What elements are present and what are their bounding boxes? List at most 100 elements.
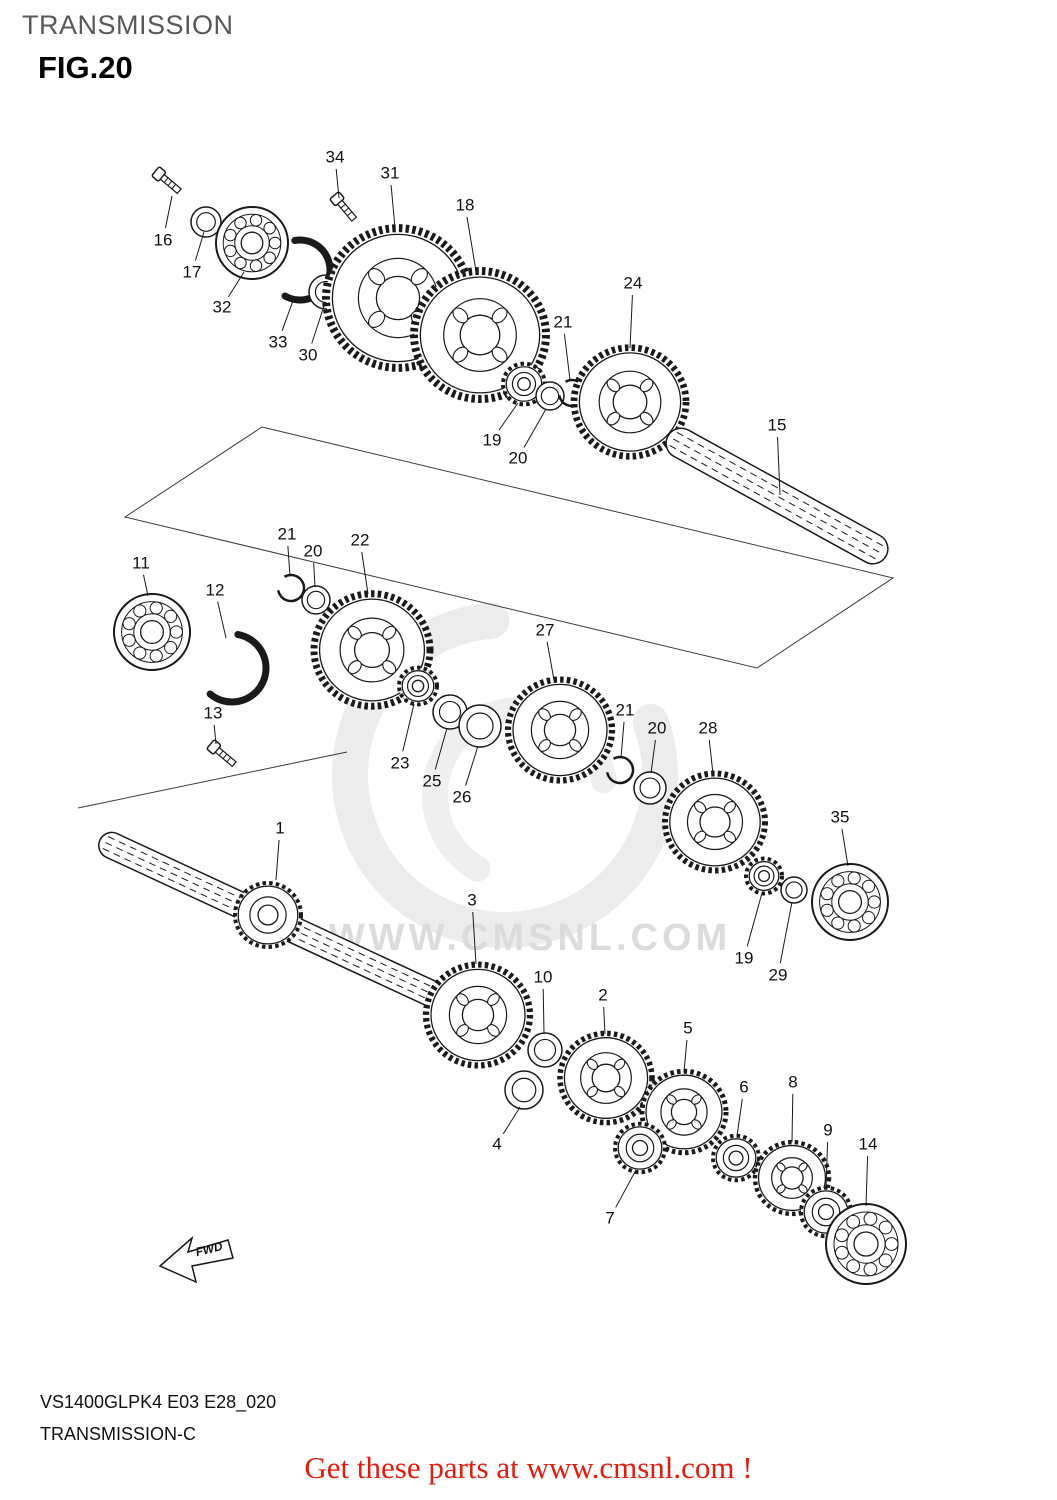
- callout-9: 9: [823, 1121, 833, 1189]
- gear-7: [613, 1121, 667, 1175]
- svg-text:16: 16: [154, 231, 173, 250]
- svg-text:13: 13: [204, 704, 223, 723]
- screw-34: [329, 191, 358, 222]
- callout-29: 29: [769, 901, 793, 985]
- svg-text:32: 32: [213, 298, 232, 317]
- callout-21: 21: [278, 525, 297, 577]
- bolt-16: [151, 166, 182, 195]
- callout-30: 30: [299, 305, 325, 365]
- splined-washer-4: [504, 1070, 544, 1110]
- svg-text:31: 31: [381, 164, 400, 183]
- callout-7: 7: [605, 1169, 637, 1228]
- callout-11: 11: [132, 554, 150, 597]
- fwd-label: FWD: [194, 1239, 224, 1259]
- callout-33: 33: [269, 297, 295, 352]
- callout-27: 27: [536, 621, 555, 681]
- svg-text:WWW.CMSNL.COM: WWW.CMSNL.COM: [329, 917, 731, 959]
- svg-text:17: 17: [183, 263, 202, 282]
- gear-28: [662, 770, 768, 874]
- svg-text:21: 21: [554, 313, 573, 332]
- callout-3: 3: [467, 891, 477, 965]
- washer-10: [527, 1032, 563, 1068]
- svg-text:9: 9: [823, 1121, 832, 1140]
- callout-4: 4: [492, 1106, 521, 1154]
- callout-19: 19: [735, 892, 763, 968]
- bearing-11: [113, 593, 191, 671]
- callout-12: 12: [206, 581, 227, 639]
- bearing-14: [825, 1203, 907, 1285]
- gear-24: [570, 344, 690, 460]
- plane-outline-lower: [77, 751, 348, 809]
- callout-26: 26: [453, 745, 479, 807]
- callout-20: 20: [648, 719, 667, 774]
- svg-text:34: 34: [326, 148, 345, 167]
- callout-17: 17: [183, 231, 205, 282]
- svg-text:21: 21: [278, 525, 297, 544]
- svg-text:29: 29: [769, 966, 788, 985]
- svg-text:20: 20: [509, 449, 528, 468]
- page-title: TRANSMISSION: [22, 10, 234, 40]
- svg-text:20: 20: [648, 719, 667, 738]
- washer-20: [535, 381, 565, 411]
- callout-15: 15: [768, 416, 786, 496]
- callout-22: 22: [351, 531, 370, 595]
- callout-1: 1: [275, 819, 285, 881]
- callout-25: 25: [423, 727, 448, 791]
- callout-14: 14: [859, 1135, 878, 1207]
- svg-text:21: 21: [616, 701, 635, 720]
- callout-10: 10: [534, 968, 552, 1035]
- callout-19: 19: [483, 402, 519, 450]
- gear-2: [557, 1030, 655, 1126]
- hub-6: [711, 1133, 761, 1183]
- circlip-21-right: [605, 755, 635, 785]
- svg-text:28: 28: [699, 719, 718, 738]
- splined-washer-25: [432, 694, 468, 730]
- svg-text:23: 23: [391, 754, 410, 773]
- bushing-23: [397, 665, 439, 707]
- washer-29: [780, 876, 808, 904]
- gear-3: [422, 961, 534, 1069]
- callout-32: 32: [213, 271, 245, 317]
- lock-washer-26: [458, 704, 502, 748]
- svg-text:5: 5: [683, 1019, 692, 1038]
- callout-16: 16: [154, 195, 173, 250]
- gear-5: [639, 1068, 729, 1156]
- svg-text:24: 24: [624, 274, 643, 293]
- figure-title: TRANSMISSION-C: [40, 1424, 197, 1444]
- svg-text:7: 7: [605, 1209, 614, 1228]
- svg-text:30: 30: [299, 346, 318, 365]
- callout-21: 21: [616, 701, 635, 759]
- svg-text:19: 19: [735, 949, 754, 968]
- retainer-plate-12: [206, 631, 270, 706]
- svg-text:27: 27: [536, 621, 555, 640]
- svg-text:2: 2: [598, 986, 607, 1005]
- callout-20: 20: [304, 542, 323, 588]
- svg-text:1: 1: [275, 819, 284, 838]
- callout-13: 13: [204, 704, 223, 745]
- callout-6: 6: [736, 1078, 749, 1137]
- svg-text:11: 11: [132, 554, 150, 573]
- svg-text:20: 20: [304, 542, 323, 561]
- callout-20: 20: [509, 408, 547, 468]
- callout-35: 35: [831, 808, 849, 867]
- countershaft-15: [665, 427, 889, 565]
- svg-text:FWD: FWD: [194, 1239, 224, 1259]
- svg-text:12: 12: [206, 581, 225, 600]
- svg-text:22: 22: [351, 531, 370, 550]
- svg-text:3: 3: [467, 891, 476, 910]
- callout-8: 8: [788, 1073, 798, 1143]
- callout-28: 28: [699, 719, 718, 775]
- washer-20-right: [633, 771, 667, 805]
- callout-21: 21: [554, 313, 573, 381]
- model-code: VS1400GLPK4 E03 E28_020: [40, 1392, 277, 1412]
- svg-text:19: 19: [483, 431, 502, 450]
- callout-23: 23: [391, 703, 415, 773]
- circlip-21-mid: [276, 573, 306, 603]
- promo-link[interactable]: Get these parts at www.cmsnl.com !: [304, 1450, 753, 1485]
- svg-text:14: 14: [859, 1135, 878, 1154]
- svg-text:26: 26: [453, 788, 472, 807]
- driveshaft-1-gear: [233, 880, 303, 950]
- fwd-arrow: [158, 1235, 234, 1284]
- figure-number: FIG.20: [38, 50, 133, 85]
